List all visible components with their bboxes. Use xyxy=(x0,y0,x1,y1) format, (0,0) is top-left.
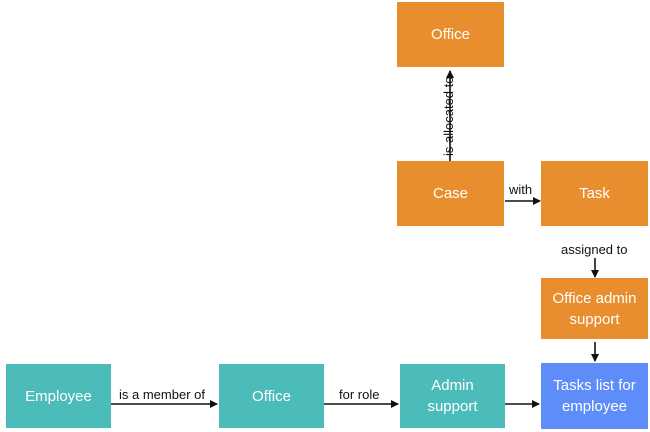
node-office-bottom: Office xyxy=(219,364,324,428)
label-assigned-to: assigned to xyxy=(561,242,628,257)
node-employee: Employee xyxy=(6,364,111,428)
label-is-allocated-to: is allocated to xyxy=(441,76,456,157)
node-office-top: Office xyxy=(397,2,504,67)
node-admin-support: Admin support xyxy=(400,364,505,428)
label-for-role: for role xyxy=(339,387,380,402)
label-is-a-member-of: is a member of xyxy=(119,387,205,402)
node-task: Task xyxy=(541,161,648,226)
node-office-admin-support: Office admin support xyxy=(541,278,648,339)
label-with: with xyxy=(509,182,533,197)
node-tasks-list-for-employee: Tasks list for employee xyxy=(541,363,648,429)
node-case: Case xyxy=(397,161,504,226)
